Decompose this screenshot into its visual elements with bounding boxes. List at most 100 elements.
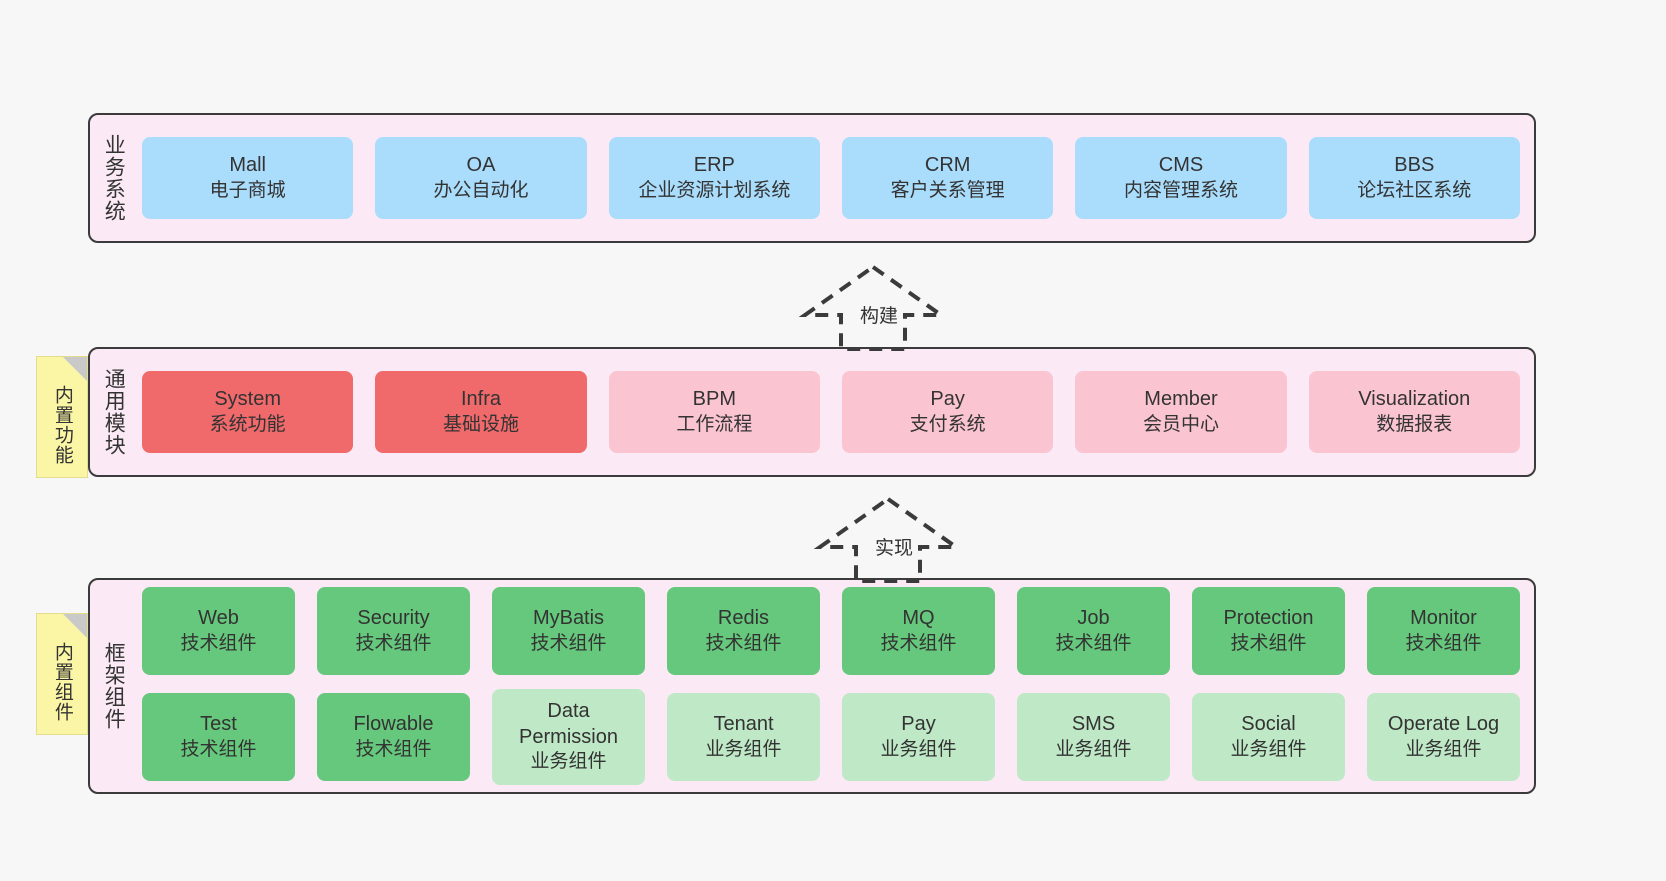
card-erp[interactable]: ERP 企业资源计划系统 <box>608 137 820 219</box>
card-web[interactable]: Web 技术组件 <box>142 587 295 676</box>
card-job[interactable]: Job 技术组件 <box>1017 587 1170 676</box>
card-subtitle: 业务组件 <box>530 751 607 773</box>
card-monitor[interactable]: Monitor 技术组件 <box>1367 587 1520 676</box>
card-title: Visualization <box>1358 388 1471 411</box>
card-subtitle: 技术组件 <box>355 738 432 760</box>
layer-body-business-systems: Mall 电子商城 OA 办公自动化 ERP 企业资源计划系统 CRM 客户关系… <box>136 115 1534 241</box>
card-cms[interactable]: CMS 内容管理系统 <box>1075 137 1287 219</box>
card-subtitle: 会员中心 <box>1142 413 1219 435</box>
card-subtitle: 技术组件 <box>1405 632 1482 654</box>
card-title: Job <box>1077 607 1110 630</box>
layer-title-business-systems: 业务系统 <box>102 134 126 222</box>
card-title: Mall <box>229 154 266 177</box>
card-title: BBS <box>1394 154 1435 177</box>
card-data-permission[interactable]: Data Permission 业务组件 <box>492 689 645 785</box>
card-bpm[interactable]: BPM 工作流程 <box>608 371 820 453</box>
card-subtitle: 论坛社区系统 <box>1357 179 1472 201</box>
note-builtin-features: 内置功能 <box>36 356 88 478</box>
card-oa[interactable]: OA 办公自动化 <box>375 137 587 219</box>
card-subtitle: 技术组件 <box>880 632 957 654</box>
note-builtin-components: 内置组件 <box>36 613 88 735</box>
card-title: CMS <box>1158 154 1204 177</box>
connector-build: 构建 <box>798 263 948 351</box>
card-subtitle: 系统功能 <box>209 413 286 435</box>
layer-body-common-modules: System 系统功能 Infra 基础设施 BPM 工作流程 Pay 支付系统… <box>136 349 1534 475</box>
card-title: Tenant <box>713 713 774 736</box>
card-title: Flowable <box>353 713 434 736</box>
card-crm[interactable]: CRM 客户关系管理 <box>841 137 1054 219</box>
card-title: Web <box>198 607 239 630</box>
card-subtitle: 业务组件 <box>880 738 957 760</box>
card-subtitle: 基础设施 <box>442 413 519 435</box>
card-social[interactable]: Social 业务组件 <box>1192 693 1345 781</box>
card-subtitle: 办公自动化 <box>433 179 529 201</box>
card-subtitle: 支付系统 <box>909 413 986 435</box>
card-subtitle: 客户关系管理 <box>890 179 1005 201</box>
layer-title-framework-components: 框架组件 <box>102 642 126 730</box>
card-mybatis[interactable]: MyBatis 技术组件 <box>492 587 645 676</box>
card-protection[interactable]: Protection 技术组件 <box>1192 587 1345 676</box>
card-title: Pay <box>930 388 965 411</box>
card-security[interactable]: Security 技术组件 <box>317 587 470 676</box>
card-title: SMS <box>1071 713 1116 736</box>
card-title: Operate Log <box>1387 713 1500 736</box>
card-sms[interactable]: SMS 业务组件 <box>1017 693 1170 781</box>
card-title: BPM <box>692 388 736 411</box>
card-visualization[interactable]: Visualization 数据报表 <box>1308 371 1520 453</box>
card-subtitle: 业务组件 <box>705 738 782 760</box>
layer-business-systems: 业务系统 Mall 电子商城 OA 办公自动化 ERP 企业资源计划系统 CRM… <box>88 113 1536 243</box>
connector-implement: 实现 <box>813 495 963 583</box>
layer-title-common-modules: 通用模块 <box>102 368 126 456</box>
card-subtitle: 业务组件 <box>1055 738 1132 760</box>
card-title: MQ <box>902 607 935 630</box>
card-test[interactable]: Test 技术组件 <box>142 693 295 781</box>
card-tenant[interactable]: Tenant 业务组件 <box>667 693 820 781</box>
card-title: ERP <box>693 154 735 177</box>
card-subtitle: 技术组件 <box>1230 632 1307 654</box>
card-title: OA <box>466 154 496 177</box>
card-title: CRM <box>924 154 971 177</box>
card-subtitle: 技术组件 <box>355 632 432 654</box>
card-infra[interactable]: Infra 基础设施 <box>375 371 587 453</box>
card-subtitle: 业务组件 <box>1405 738 1482 760</box>
card-subtitle: 技术组件 <box>1055 632 1132 654</box>
card-bbs[interactable]: BBS 论坛社区系统 <box>1308 137 1520 219</box>
card-system[interactable]: System 系统功能 <box>142 371 354 453</box>
card-operate-log[interactable]: Operate Log 业务组件 <box>1367 693 1520 781</box>
card-mall[interactable]: Mall 电子商城 <box>142 137 354 219</box>
card-member[interactable]: Member 会员中心 <box>1075 371 1287 453</box>
note-fold-icon <box>63 614 87 638</box>
build-arrow-icon <box>798 264 948 351</box>
card-flowable[interactable]: Flowable 技术组件 <box>317 693 470 781</box>
card-subtitle: 技术组件 <box>180 738 257 760</box>
card-mq[interactable]: MQ 技术组件 <box>842 587 995 676</box>
card-title: Pay <box>901 713 936 736</box>
card-pay-component[interactable]: Pay 业务组件 <box>842 693 995 781</box>
connector-build-label: 构建 <box>859 306 899 327</box>
card-title: Test <box>200 713 237 736</box>
card-subtitle: 技术组件 <box>180 632 257 654</box>
note-label: 内置组件 <box>51 642 73 722</box>
card-title: Member <box>1144 388 1218 411</box>
card-title: Monitor <box>1410 607 1477 630</box>
note-label: 内置功能 <box>51 385 73 465</box>
card-subtitle: 技术组件 <box>530 632 607 654</box>
card-subtitle: 技术组件 <box>705 632 782 654</box>
card-subtitle: 数据报表 <box>1376 413 1453 435</box>
connector-implement-label: 实现 <box>874 538 914 559</box>
layer-framework-components: 框架组件 Web 技术组件 Security 技术组件 MyBatis 技术组件… <box>88 578 1536 794</box>
card-pay[interactable]: Pay 支付系统 <box>841 371 1054 453</box>
card-subtitle: 工作流程 <box>676 413 753 435</box>
card-title: Redis <box>717 607 770 630</box>
card-subtitle: 内容管理系统 <box>1123 179 1238 201</box>
card-title: System <box>214 388 281 411</box>
implement-arrow-icon <box>813 496 963 583</box>
card-title: Infra <box>460 388 501 411</box>
layer-body-framework-components: Web 技术组件 Security 技术组件 MyBatis 技术组件 Redi… <box>136 580 1534 792</box>
card-subtitle: 电子商城 <box>209 179 286 201</box>
card-title: Data Permission <box>519 700 618 748</box>
card-row-business-components: Test 技术组件 Flowable 技术组件 Data Permission … <box>142 689 1520 785</box>
card-title: Protection <box>1223 607 1314 630</box>
card-redis[interactable]: Redis 技术组件 <box>667 587 820 676</box>
